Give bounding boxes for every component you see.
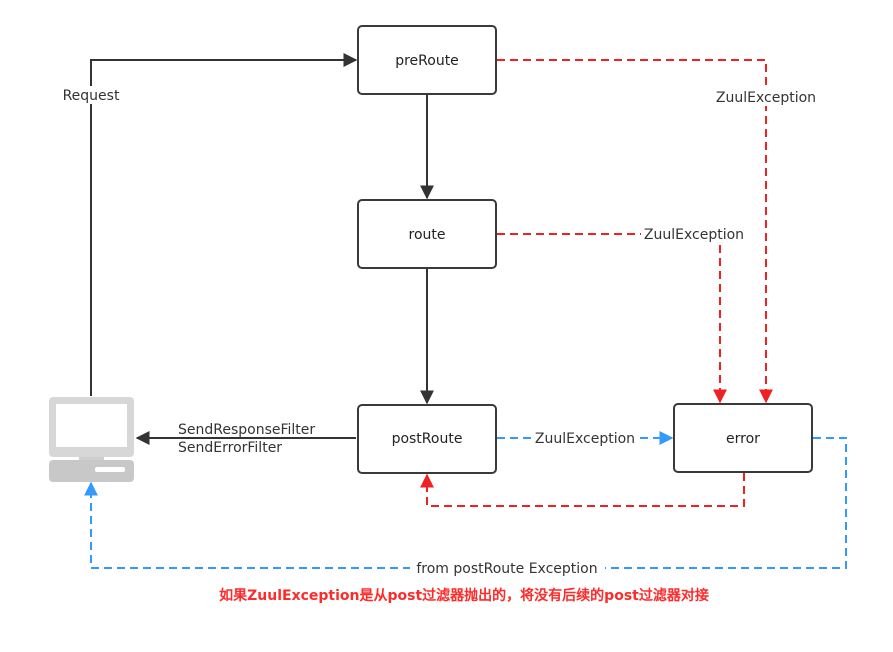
- label-zuul-exception-route: ZuulException: [644, 227, 744, 243]
- label-request: Request: [63, 88, 120, 104]
- footnote: 如果ZuulException是从post过滤器抛出的，将没有后续的post过滤…: [219, 587, 709, 604]
- node-postroute-label: postRoute: [392, 431, 463, 447]
- node-route: route: [357, 199, 497, 269]
- label-from-postroute-exception: from postRoute Exception: [416, 561, 597, 577]
- node-error: error: [673, 403, 813, 473]
- edge-error-to-client: [84, 437, 847, 569]
- desktop-computer-icon: [49, 397, 134, 482]
- label-zuul-exception-postroute: ZuulException: [535, 431, 635, 447]
- edge-preroute-to-error: [497, 59, 773, 404]
- node-route-label: route: [409, 227, 446, 243]
- edge-error-to-postroute: [420, 473, 745, 507]
- label-zuul-exception-preroute: ZuulException: [716, 90, 816, 106]
- edge-request-to-preroute: [90, 53, 358, 396]
- node-preroute-label: preRoute: [395, 53, 459, 69]
- node-postroute: postRoute: [357, 404, 497, 474]
- node-preroute: preRoute: [357, 25, 497, 95]
- label-send-response-filter: SendResponseFilter: [178, 422, 315, 438]
- edge-route-to-error: [497, 233, 727, 404]
- label-send-error-filter: SendErrorFilter: [178, 440, 282, 456]
- node-error-label: error: [726, 431, 760, 447]
